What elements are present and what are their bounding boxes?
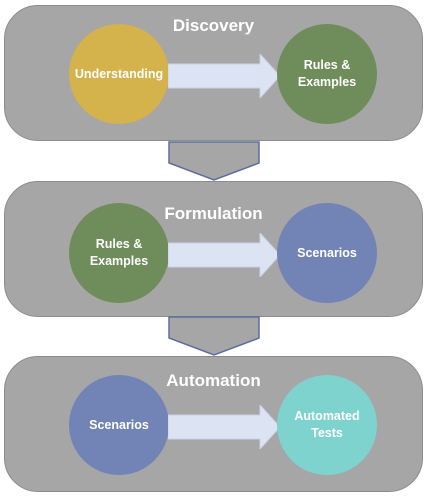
- stage-title: Automation: [166, 371, 261, 390]
- circle-scenarios: Scenarios: [277, 203, 377, 303]
- right-arrow-icon: [168, 233, 280, 277]
- circle-rules-examples: Rules & Examples: [69, 203, 169, 303]
- circle-label: Scenarios: [89, 417, 149, 432]
- stage-automation: Automation Scenarios Automated Tests: [4, 356, 423, 492]
- circle-label: Rules & Examples: [89, 237, 149, 268]
- stage-title: Discovery: [172, 16, 255, 35]
- circle-label: Understanding: [74, 66, 164, 81]
- right-arrow-icon: [168, 405, 280, 449]
- circle-rules-examples: Rules & Examples: [277, 24, 377, 124]
- stage-formulation: Formulation Rules & Examples Scenarios: [4, 181, 423, 317]
- circle-understanding: Understanding: [69, 24, 169, 124]
- circle-scenarios: Scenarios: [69, 375, 169, 475]
- stage-title: Formulation: [164, 204, 263, 223]
- circle-label: Scenarios: [297, 245, 357, 260]
- circle-label: Automated Tests: [294, 409, 360, 440]
- stage-discovery: Discovery Understanding Rules & Examples: [4, 5, 423, 141]
- down-chevron-connector-icon: [168, 316, 260, 356]
- circle-automated-tests: Automated Tests: [277, 375, 377, 475]
- circle-label: Rules & Examples: [297, 58, 357, 89]
- right-arrow-icon: [168, 54, 280, 98]
- down-chevron-connector-icon: [168, 141, 260, 181]
